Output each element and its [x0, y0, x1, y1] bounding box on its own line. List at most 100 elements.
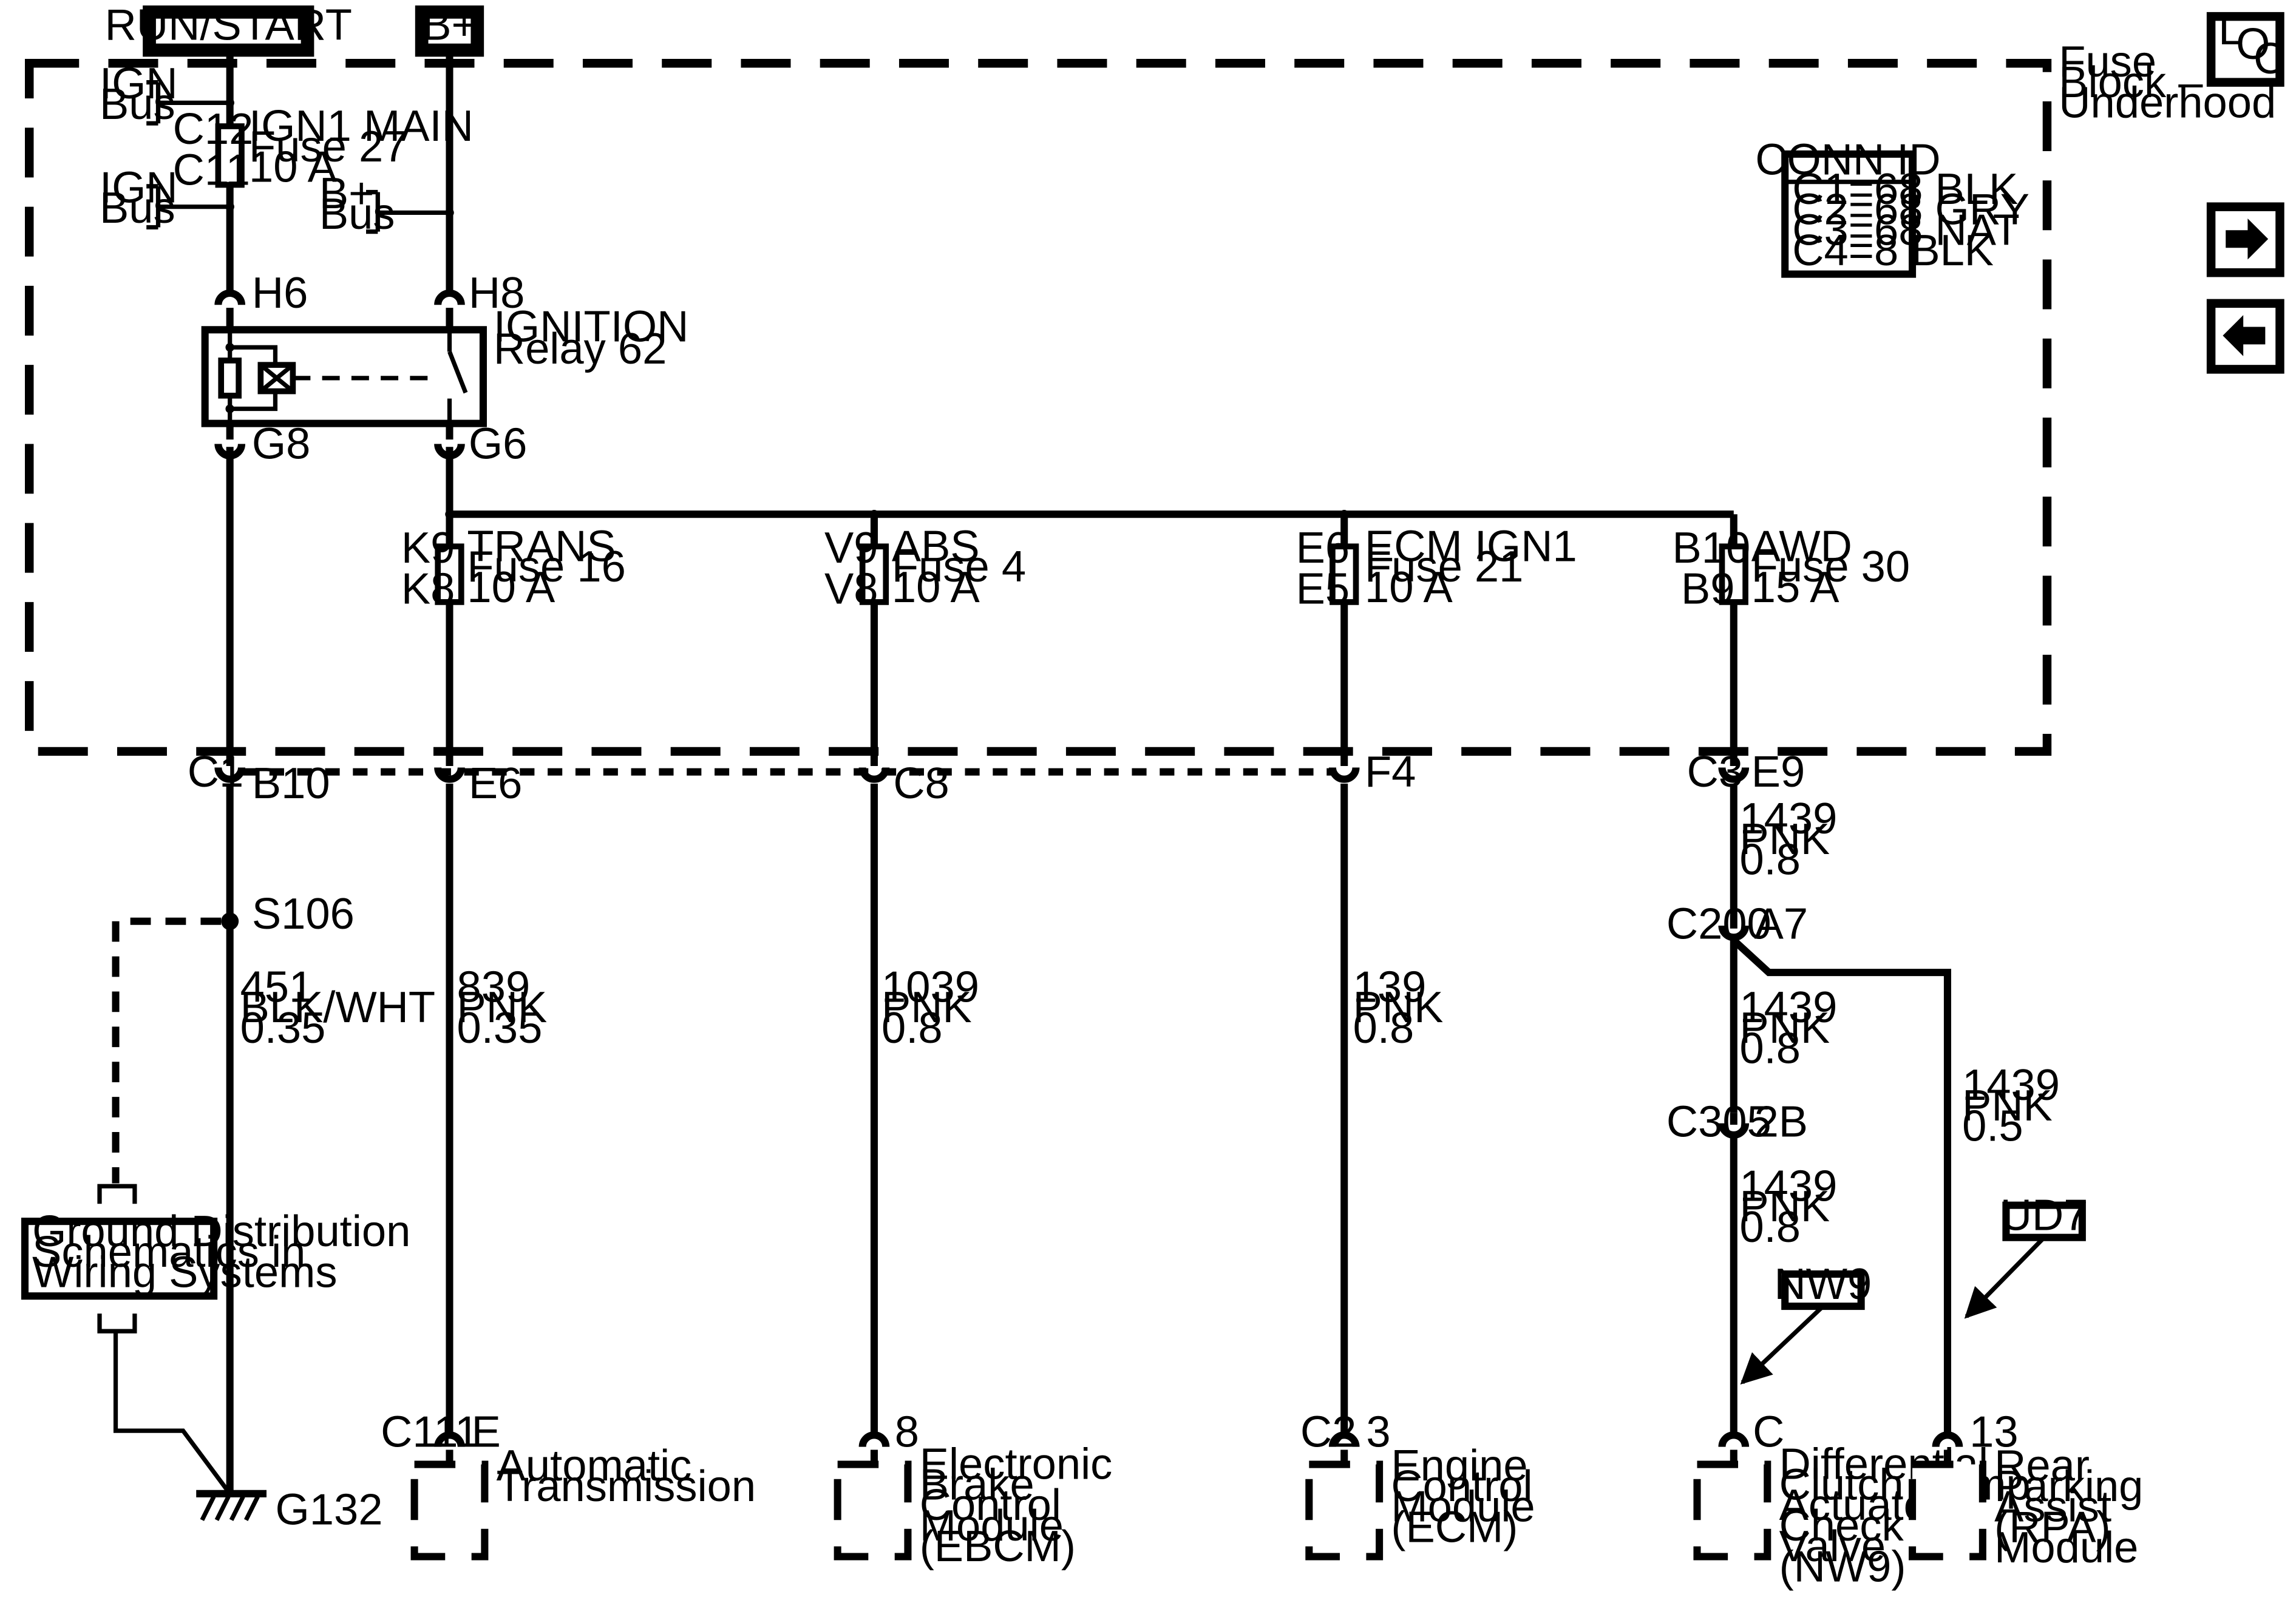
wire-label-1439-a: 1439 PNK 0.8 — [1739, 795, 1837, 884]
svg-text:H8: H8 — [469, 269, 525, 317]
ground-g132: G132 — [196, 1485, 382, 1534]
svg-text:Control: Control — [920, 1481, 1061, 1530]
svg-text:Fuse 16: Fuse 16 — [467, 543, 625, 591]
fuse-ecm-ign1: E6 E5 ECM IGN1 Fuse 21 10 A — [1296, 514, 1577, 767]
svg-text:A7: A7 — [1754, 900, 1809, 949]
svg-text:G132: G132 — [275, 1485, 382, 1534]
arrow-left-icon — [2223, 315, 2266, 356]
svg-text:0.35: 0.35 — [457, 1004, 543, 1053]
svg-text:0.35: 0.35 — [240, 1004, 326, 1053]
svg-text:1439: 1439 — [1739, 983, 1837, 1032]
svg-text:839: 839 — [457, 963, 531, 1011]
svg-text:G8: G8 — [252, 420, 311, 469]
option-nw9: NW9 — [1740, 1260, 1872, 1385]
svg-text:C111: C111 — [381, 1408, 479, 1457]
svg-text:ECM IGN1: ECM IGN1 — [1365, 522, 1577, 571]
svg-text:Valve: Valve — [1779, 1522, 1886, 1571]
svg-text:PNK: PNK — [1962, 1082, 2053, 1130]
svg-text:PNK: PNK — [1353, 983, 1444, 1032]
svg-text:Transmission: Transmission — [497, 1462, 756, 1511]
svg-text:Fuse 30: Fuse 30 — [1751, 543, 1910, 591]
svg-text:Module: Module — [1994, 1524, 2138, 1572]
svg-text:B9: B9 — [1681, 564, 1734, 613]
svg-text:E5: E5 — [1296, 564, 1350, 613]
svg-text:C305: C305 — [1666, 1097, 1771, 1146]
wire-label-139: 139 PNK 0.8 — [1353, 963, 1444, 1053]
wire-label-1039: 1039 PNK 0.8 — [881, 963, 979, 1053]
module-rear-parking-assist: 13 Rear Parking Assist (RPA) Module — [1909, 1408, 2143, 1572]
svg-text:PNK: PNK — [1739, 1004, 1830, 1053]
b-plus-header: B+ — [415, 1, 484, 57]
fuse-abs: V9 V8 ABS Fuse 4 10 A — [824, 514, 1026, 767]
svg-text:IGNITION: IGNITION — [494, 303, 689, 351]
svg-text:C2: C2 — [1300, 1408, 1356, 1457]
module-automatic-transmission: C111 E Automatic Transmission — [381, 1408, 756, 1561]
svg-text:NW9: NW9 — [1775, 1260, 1872, 1309]
svg-text:K8: K8 — [401, 564, 455, 613]
svg-text:C200: C200 — [1666, 900, 1771, 949]
loc-button[interactable]: L O C — [2206, 5, 2285, 87]
svg-text:8: 8 — [895, 1408, 919, 1457]
svg-text:C4=8 BLK: C4=8 BLK — [1792, 226, 1994, 275]
run-start-header: RUN/START — [105, 1, 352, 57]
svg-text:10 A: 10 A — [249, 143, 338, 192]
svg-text:Brake: Brake — [920, 1460, 1034, 1509]
svg-text:Fuse 21: Fuse 21 — [1365, 543, 1523, 591]
prev-page-button[interactable] — [2206, 299, 2284, 374]
svg-text:Automatic: Automatic — [497, 1442, 692, 1490]
svg-text:(RPA): (RPA) — [1994, 1503, 2111, 1551]
svg-text:F4: F4 — [1365, 748, 1416, 796]
svg-text:Schematics in: Schematics in — [32, 1228, 305, 1276]
svg-text:Clutch Pump: Clutch Pump — [1779, 1460, 2031, 1509]
svg-text:C2=68 GRY: C2=68 GRY — [1792, 186, 2029, 234]
svg-text:C: C — [2254, 35, 2285, 83]
ign1-main-fuse-label: C12 C11 IGN1 MAIN Fuse 27 10 A — [173, 102, 474, 194]
svg-text:Bus: Bus — [100, 80, 175, 129]
svg-text:C12: C12 — [173, 105, 254, 154]
ignition-relay — [201, 290, 487, 459]
relay-label: IGNITION Relay 62 H6 H8 G8 G6 — [252, 269, 689, 468]
svg-text:(NW9): (NW9) — [1779, 1543, 1906, 1592]
svg-text:1439: 1439 — [1739, 1162, 1837, 1210]
svg-text:Rear: Rear — [1994, 1442, 2090, 1490]
wire-label-451: 451 BLK/WHT 0.35 — [240, 963, 436, 1053]
svg-text:0.8: 0.8 — [1739, 1203, 1801, 1252]
svg-text:Relay 62: Relay 62 — [494, 325, 667, 373]
svg-text:L: L — [2218, 5, 2243, 54]
svg-text:PNK: PNK — [1739, 1182, 1830, 1231]
svg-text:C1: C1 — [188, 748, 243, 796]
svg-text:IGN1 MAIN: IGN1 MAIN — [249, 102, 474, 151]
svg-text:0.5: 0.5 — [1962, 1102, 2023, 1151]
splice-s106: S106 — [112, 890, 355, 1184]
conn-id-table: CONN ID C1=68 BLK C2=68 GRY C3=68 NAT C4… — [1755, 136, 2029, 278]
option-ud7: UD7 — [1964, 1192, 2088, 1319]
svg-text:C1=68 BLK: C1=68 BLK — [1792, 165, 2018, 214]
inline-connector-c200: C200 A7 — [1666, 900, 1951, 1439]
ign-bus-top-label: IGN Bus — [100, 59, 178, 129]
svg-text:E9: E9 — [1751, 748, 1805, 796]
svg-text:Engine: Engine — [1391, 1442, 1527, 1490]
svg-text:1439: 1439 — [1962, 1061, 2060, 1110]
inline-connector-c305: C305 2B — [1666, 1097, 1809, 1439]
svg-text:C: C — [1753, 1408, 1784, 1457]
svg-text:Fuse 27: Fuse 27 — [249, 123, 407, 171]
svg-text:3: 3 — [1366, 1408, 1390, 1457]
b-plus-bus-label: B+ Bus — [319, 169, 395, 239]
svg-text:0.8: 0.8 — [881, 1004, 943, 1053]
fuse-trans: K9 K8 TRANS Fuse 16 10 A — [401, 514, 626, 767]
svg-text:B+: B+ — [319, 169, 375, 218]
svg-text:Module: Module — [1391, 1483, 1535, 1531]
ign1-main-fuse — [215, 123, 245, 188]
svg-text:Parking: Parking — [1994, 1462, 2143, 1511]
wire-label-1439-b: 1439 PNK 0.8 — [1739, 983, 1837, 1073]
svg-text:2B: 2B — [1754, 1097, 1809, 1146]
svg-text:0.8: 0.8 — [1739, 1025, 1801, 1073]
svg-text:UD7: UD7 — [2000, 1192, 2088, 1240]
module-ebcm: 8 Electronic Brake Control Module (EBCM) — [834, 1408, 1112, 1571]
svg-text:0.8: 0.8 — [1739, 836, 1801, 884]
next-page-button[interactable] — [2206, 202, 2284, 277]
svg-text:E6: E6 — [469, 759, 523, 808]
svg-text:C3=68 NAT: C3=68 NAT — [1792, 206, 2020, 254]
svg-text:10 A: 10 A — [892, 563, 980, 612]
